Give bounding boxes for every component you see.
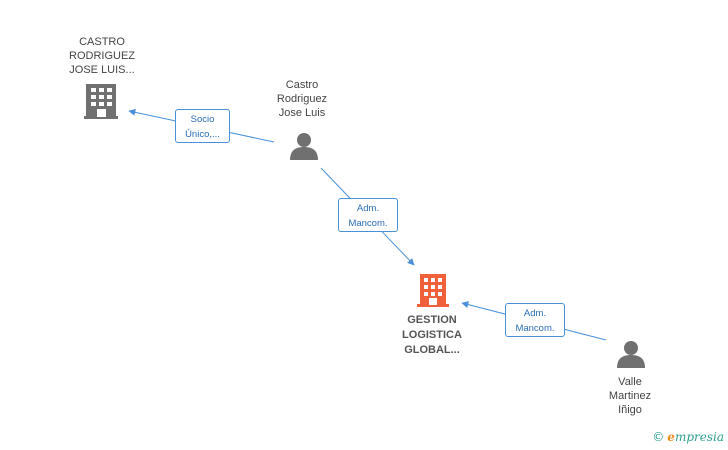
copyright-symbol: © — [652, 430, 665, 444]
edge-label-adm2: Adm. Mancom. — [505, 303, 565, 337]
brand-initial: e — [667, 430, 675, 444]
node-label-gestion[interactable]: GESTION LOGISTICA GLOBAL... — [402, 314, 462, 356]
edge-label-socio: Socio Único,... — [175, 109, 230, 143]
person-icon[interactable] — [617, 341, 645, 368]
brand-name: mpresia — [674, 430, 724, 444]
node-label-valle[interactable]: Valle Martinez Iñigo — [608, 376, 652, 416]
node-label-castro-person[interactable]: Castro Rodriguez Jose Luis — [276, 79, 328, 119]
person-icon[interactable] — [290, 133, 318, 160]
building-icon[interactable] — [84, 84, 118, 119]
brand-watermark: ©empresia — [652, 430, 724, 444]
edge-label-adm1: Adm. Mancom. — [338, 198, 398, 232]
building-icon[interactable] — [417, 274, 449, 307]
node-label-castro-company[interactable]: CASTRO RODRIGUEZ JOSE LUIS... — [69, 36, 135, 76]
